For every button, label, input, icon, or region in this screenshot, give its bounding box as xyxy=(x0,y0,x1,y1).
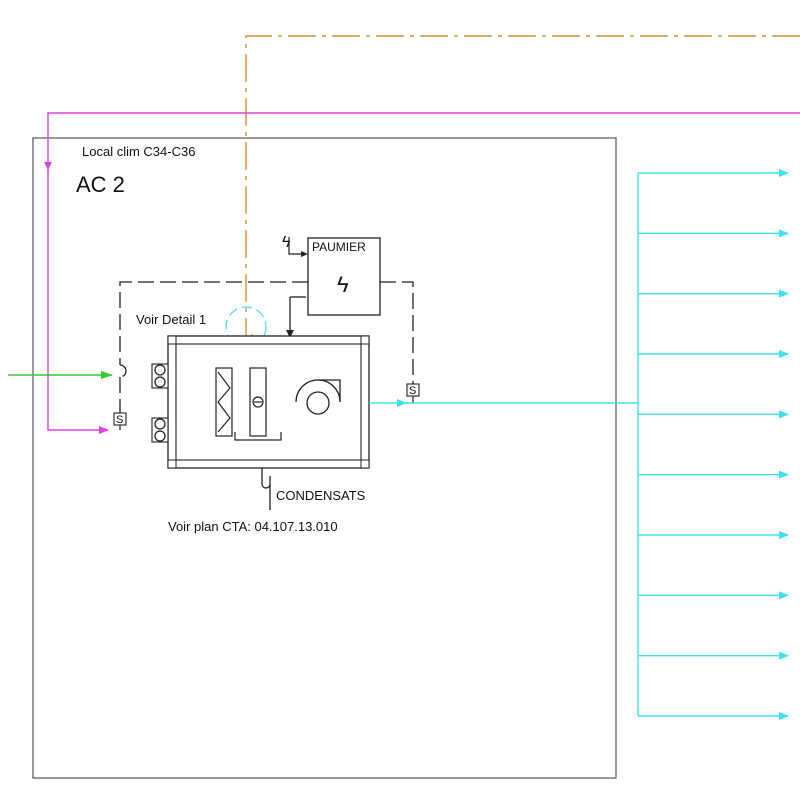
drain-tray xyxy=(234,432,282,441)
inlet-damper-top xyxy=(151,363,169,389)
power-supply-arrow xyxy=(301,251,308,257)
power-supply-icon: ϟ xyxy=(282,234,291,251)
room-name-label: AC 2 xyxy=(76,172,125,197)
condensate-label: CONDENSATS xyxy=(276,488,366,503)
regulator-wire-arrow xyxy=(286,330,294,338)
return-line-magenta xyxy=(47,112,800,434)
room-boundary xyxy=(32,137,617,779)
air-handling-unit xyxy=(151,335,370,469)
coil-icon xyxy=(249,367,267,437)
detail-reference-label: Voir Detail 1 xyxy=(136,312,206,327)
supply-air-branches xyxy=(638,169,789,720)
room-local-label: Local clim C34-C36 xyxy=(82,144,195,159)
sensor-return-tag: S xyxy=(116,414,123,426)
control-loop-dashed xyxy=(119,281,414,413)
return-line-arrow-down xyxy=(44,162,52,170)
sensor-return: S xyxy=(113,412,127,430)
control-line-orange xyxy=(245,35,800,342)
regulator-label: PAUMIER xyxy=(312,240,366,254)
condensate-drain xyxy=(261,468,271,510)
regulator-paumier: PAUMIER ϟ xyxy=(307,237,381,316)
sensor-supply: S xyxy=(406,383,420,403)
power-supply-wire xyxy=(288,237,305,255)
plan-reference-label: Voir plan CTA: 04.107.13.010 xyxy=(168,519,338,534)
regulator-power-icon: ϟ xyxy=(337,272,349,297)
fan-icon xyxy=(295,379,341,415)
sensor-supply-tag: S xyxy=(409,385,416,397)
inlet-damper-bottom xyxy=(151,417,169,443)
filter-icon xyxy=(215,367,233,437)
